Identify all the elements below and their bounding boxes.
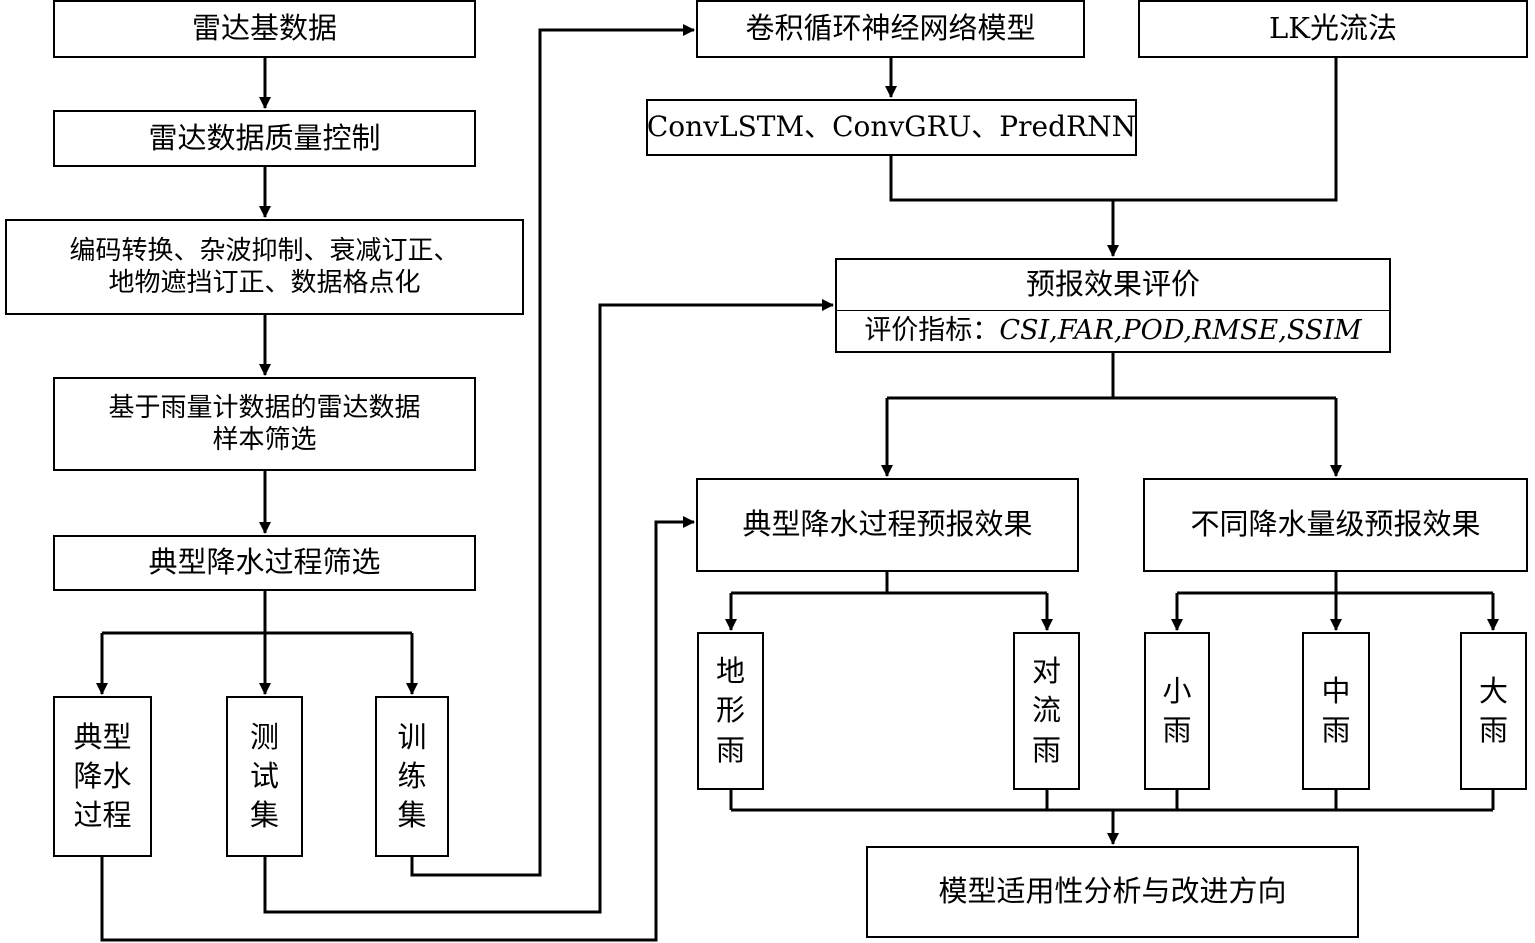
test-set-char-1: 测 (249, 719, 279, 754)
quality-control-box: 雷达数据质量控制 (53, 110, 476, 167)
preprocess-line-1: 编码转换、杂波抑制、衰减订正、 (69, 235, 460, 266)
radar-base-data-label: 雷达基数据 (191, 11, 337, 46)
moderate-rain-box: 中 雨 (1302, 632, 1370, 790)
moderate-rain-char-2: 雨 (1321, 713, 1351, 747)
lk-optical-flow-label: LK光流法 (1269, 11, 1397, 46)
moderate-rain-char-1: 中 (1321, 673, 1351, 708)
model-list-box: ConvLSTM、ConvGRU、PredRNN (646, 99, 1137, 156)
forecast-eval-title: 预报效果评价 (837, 260, 1389, 311)
lk-optical-flow-box: LK光流法 (1138, 0, 1528, 58)
typical-process-line-3: 过程 (73, 798, 132, 833)
eval-metrics-row: 评价指标： CSI,FAR,POD,RMSE,SSIM (837, 310, 1389, 351)
light-rain-box: 小 雨 (1144, 632, 1210, 790)
train-set-char-3: 集 (397, 798, 427, 833)
sample-filter-box: 基于雨量计数据的雷达数据 样本筛选 (53, 377, 476, 471)
typical-effect-box: 典型降水过程预报效果 (696, 478, 1079, 572)
quality-control-label: 雷达数据质量控制 (148, 120, 381, 155)
conv-rnn-model-box: 卷积循环神经网络模型 (696, 0, 1085, 58)
conv-rnn-model-label: 卷积循环神经网络模型 (745, 11, 1036, 46)
typical-process-box: 典型 降水 过程 (53, 696, 152, 857)
eval-metrics-values: CSI,FAR,POD,RMSE,SSIM (999, 314, 1362, 346)
heavy-rain-char-1: 大 (1478, 673, 1508, 708)
arrow-test-to-eval (263, 299, 834, 914)
preprocess-line-2: 地物遮挡订正、数据格点化 (108, 268, 421, 298)
orographic-char-1: 地 (715, 654, 745, 689)
convective-rain-box: 对 流 雨 (1013, 632, 1080, 790)
train-set-char-1: 训 (397, 719, 427, 754)
orographic-rain-box: 地 形 雨 (697, 632, 764, 790)
train-set-box: 训 练 集 (375, 696, 449, 857)
light-rain-char-2: 雨 (1162, 713, 1192, 747)
light-rain-char-1: 小 (1162, 673, 1192, 708)
arrow-train-to-model (410, 24, 695, 877)
sample-filter-line-2: 样本筛选 (212, 425, 317, 455)
convective-char-3: 雨 (1031, 732, 1061, 767)
test-set-box: 测 试 集 (226, 696, 303, 857)
typical-effect-label: 典型降水过程预报效果 (742, 507, 1033, 542)
heavy-rain-box: 大 雨 (1460, 632, 1527, 790)
preprocess-box: 编码转换、杂波抑制、衰减订正、 地物遮挡订正、数据格点化 (5, 219, 524, 315)
orographic-char-3: 雨 (715, 732, 745, 767)
convective-char-1: 对 (1031, 654, 1061, 689)
train-set-char-2: 练 (397, 758, 427, 793)
orographic-char-2: 形 (715, 693, 745, 728)
level-effect-label: 不同降水量级预报效果 (1190, 507, 1481, 542)
typical-process-line-1: 典型 (73, 719, 132, 754)
model-list-label: ConvLSTM、ConvGRU、PredRNN (646, 110, 1137, 144)
applicability-box: 模型适用性分析与改进方向 (866, 846, 1359, 938)
sample-filter-line-1: 基于雨量计数据的雷达数据 (108, 392, 421, 423)
typical-filter-box: 典型降水过程筛选 (53, 535, 476, 591)
eval-metrics-label: 评价指标： (864, 314, 1000, 346)
applicability-label: 模型适用性分析与改进方向 (938, 874, 1287, 909)
forecast-eval-box: 预报效果评价 评价指标： CSI,FAR,POD,RMSE,SSIM (835, 258, 1391, 353)
heavy-rain-char-2: 雨 (1478, 713, 1508, 747)
level-effect-box: 不同降水量级预报效果 (1143, 478, 1528, 572)
convective-char-2: 流 (1031, 693, 1061, 728)
radar-base-data-box: 雷达基数据 (53, 0, 476, 58)
test-set-char-2: 试 (249, 758, 279, 793)
typical-filter-label: 典型降水过程筛选 (148, 545, 381, 580)
typical-process-line-2: 降水 (73, 758, 132, 793)
arrow-typical-to-effect (100, 516, 695, 942)
test-set-char-3: 集 (249, 798, 279, 833)
